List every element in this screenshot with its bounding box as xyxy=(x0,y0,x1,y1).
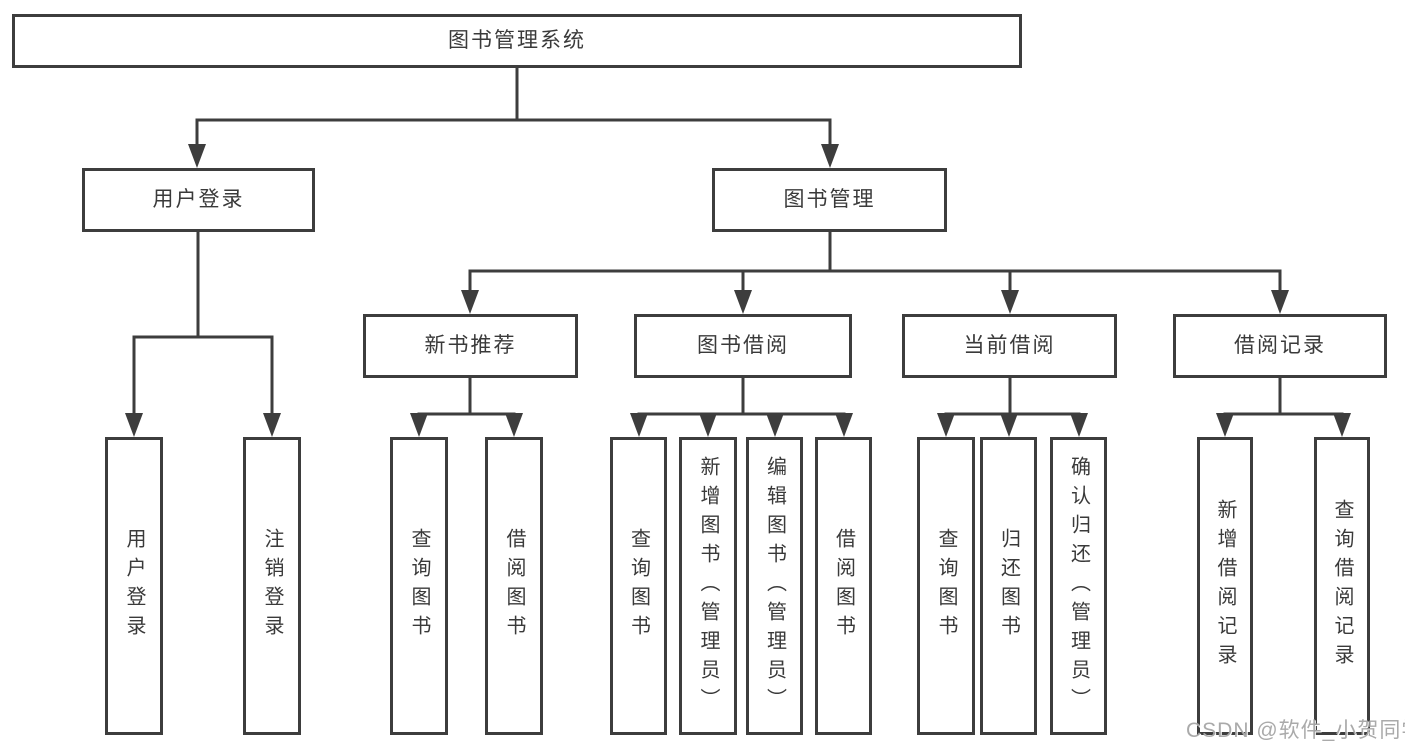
node-new-book-recommend: 新书推荐 xyxy=(363,314,578,378)
watermark-text: CSDN @软件_小贺同学 xyxy=(1186,719,1405,742)
leaf-user-login: 用户登录 xyxy=(105,437,163,735)
leaf-return-books: 归还图书 xyxy=(980,437,1037,735)
leaf-query-borrow-record: 查询借阅记录 xyxy=(1314,437,1370,735)
arrowhead-icon xyxy=(188,144,206,168)
leaf-query-books-recommend: 查询图书 xyxy=(390,437,448,735)
node-root: 图书管理系统 xyxy=(12,14,1022,68)
leaf-edit-books-admin: 编辑图书（管理员） xyxy=(746,437,803,735)
arrowhead-icon xyxy=(1333,413,1351,437)
node-book-management: 图书管理 xyxy=(712,168,947,232)
arrowhead-icon xyxy=(1070,413,1088,437)
arrowhead-icon xyxy=(461,290,479,314)
arrowhead-icon xyxy=(1216,413,1234,437)
arrowhead-icon xyxy=(263,413,281,437)
arrowhead-icon xyxy=(1001,290,1019,314)
leaf-borrow-books-recommend: 借阅图书 xyxy=(485,437,543,735)
arrowhead-icon xyxy=(937,413,955,437)
arrowhead-icon xyxy=(821,144,839,168)
connector-line xyxy=(1223,376,1344,416)
connector-line xyxy=(706,414,777,416)
arrowhead-icon xyxy=(410,413,428,437)
leaf-confirm-return-admin: 确认归还（管理员） xyxy=(1050,437,1107,735)
connector-line xyxy=(417,376,516,416)
arrowhead-icon xyxy=(699,413,717,437)
connector-line xyxy=(637,376,846,416)
connector-line xyxy=(195,118,832,148)
arrowhead-icon xyxy=(766,413,784,437)
arrowhead-icon xyxy=(734,290,752,314)
arrowhead-icon xyxy=(1271,290,1289,314)
connector-line xyxy=(132,335,274,418)
node-book-borrow: 图书借阅 xyxy=(634,314,852,378)
node-current-borrow: 当前借阅 xyxy=(902,314,1117,378)
arrowhead-icon xyxy=(505,413,523,437)
connector-line xyxy=(468,269,1282,294)
arrowhead-icon xyxy=(835,413,853,437)
leaf-query-books-borrow: 查询图书 xyxy=(610,437,667,735)
node-borrow-records: 借阅记录 xyxy=(1173,314,1387,378)
leaf-add-books-admin: 新增图书（管理员） xyxy=(679,437,737,735)
leaf-logout: 注销登录 xyxy=(243,437,301,735)
arrowhead-icon xyxy=(630,413,648,437)
arrowhead-icon xyxy=(1000,413,1018,437)
leaf-borrow-books: 借阅图书 xyxy=(815,437,872,735)
leaf-query-books-current: 查询图书 xyxy=(917,437,975,735)
node-user-login: 用户登录 xyxy=(82,168,315,232)
leaf-add-borrow-record: 新增借阅记录 xyxy=(1197,437,1253,735)
connector-line xyxy=(944,376,1081,416)
arrowhead-icon xyxy=(125,413,143,437)
